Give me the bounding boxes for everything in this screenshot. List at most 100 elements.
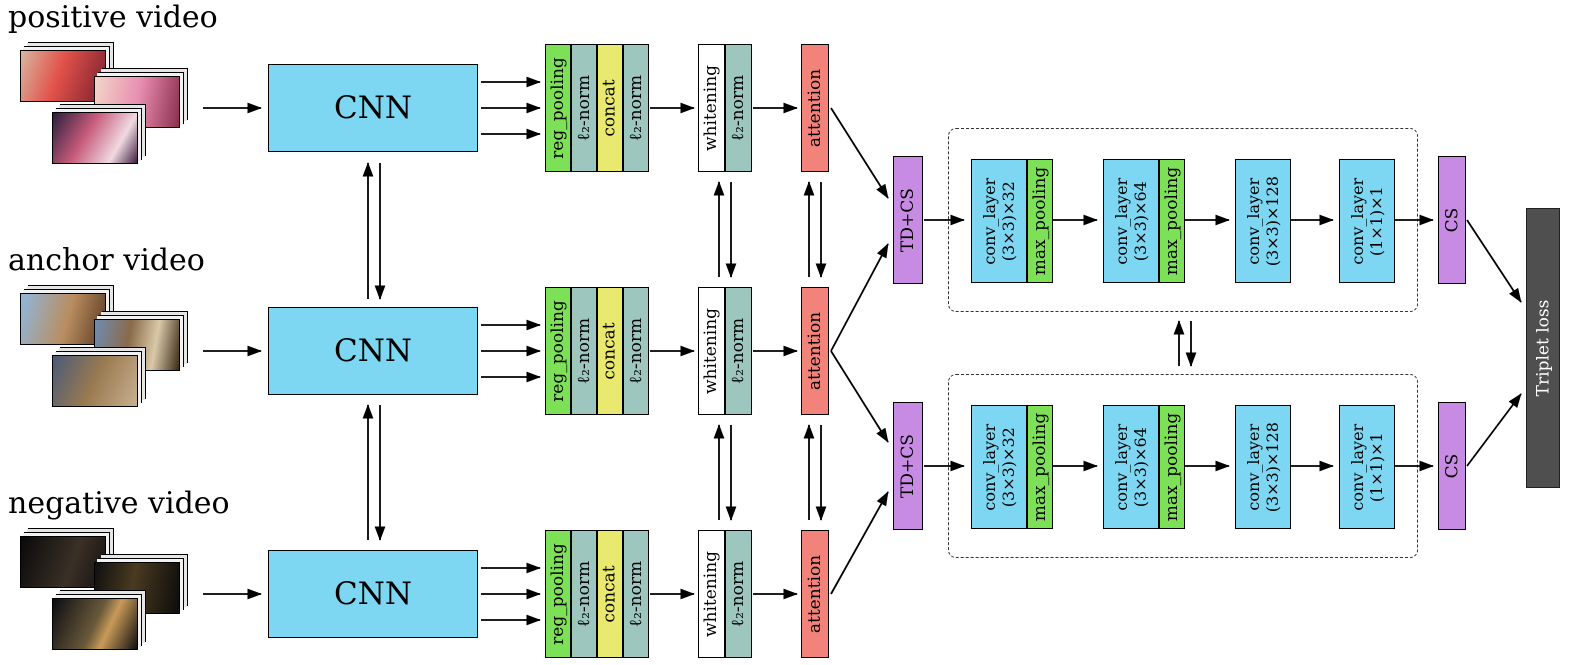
reg-pooling-box: reg_pooling: [545, 287, 571, 415]
video-thumbnail: [20, 293, 106, 345]
conv-size: (1×1)×1: [1367, 186, 1386, 256]
attention-box: attention: [801, 530, 829, 658]
td-cs-label: TD+CS: [898, 188, 918, 252]
attention-label: attention: [805, 554, 826, 634]
td-cs-label: TD+CS: [898, 434, 918, 498]
conv-name: conv_layer: [1111, 423, 1131, 511]
branch-negative: negative video CNN reg_pooling ℓ₂-norm c…: [0, 486, 950, 665]
conv-layer-box: conv_layer (3×3)×32: [971, 405, 1027, 529]
branch-anchor: anchor video CNN reg_pooling ℓ₂-norm con…: [0, 243, 950, 428]
conv-layer-label: conv_layer (3×3)×128: [1244, 422, 1282, 512]
whitening-label: whitening: [701, 307, 722, 395]
conv-layer-box: conv_layer (3×3)×64: [1103, 159, 1159, 283]
max-pooling-label: max_pooling: [1162, 412, 1182, 522]
max-pooling-box: max_pooling: [1027, 405, 1053, 529]
conv-layer-box: conv_layer (3×3)×64: [1103, 405, 1159, 529]
conv-name: conv_layer: [1347, 177, 1367, 265]
l2-norm-label: ℓ₂-norm: [728, 74, 749, 142]
conv-layer-label: conv_layer (1×1)×1: [1348, 424, 1386, 511]
l2-norm-box: ℓ₂-norm: [571, 287, 597, 415]
conv-layer-box: conv_layer (3×3)×128: [1235, 159, 1291, 283]
cnn-box: CNN: [268, 550, 478, 638]
td-cs-box-bottom: TD+CS: [893, 402, 923, 530]
conv-layer-label: conv_layer (1×1)×1: [1348, 178, 1386, 265]
max-pooling-box: max_pooling: [1159, 405, 1185, 529]
l2-norm-box: ℓ₂-norm: [623, 530, 649, 658]
l2-norm-label: ℓ₂-norm: [626, 74, 647, 142]
conv-name: conv_layer: [1111, 177, 1131, 265]
conv-size: (3×3)×128: [1263, 175, 1283, 267]
l2-norm-label: ℓ₂-norm: [574, 560, 595, 628]
cnn-label: CNN: [334, 90, 412, 126]
l2-norm-box: ℓ₂-norm: [623, 44, 649, 172]
cnn-box: CNN: [268, 307, 478, 395]
l2-norm-box: ℓ₂-norm: [571, 530, 597, 658]
l2-norm-box: ℓ₂-norm: [725, 44, 752, 172]
video-stack: [12, 42, 207, 177]
cs-label: CS: [1442, 207, 1462, 233]
attention-box: attention: [801, 287, 829, 415]
conv-size: (3×3)×128: [1263, 421, 1283, 513]
max-pooling-label: max_pooling: [1162, 166, 1182, 276]
cs-box-top: CS: [1438, 156, 1466, 284]
conv-layer-label: conv_layer (3×3)×64: [1112, 424, 1150, 511]
max-pooling-box: max_pooling: [1159, 159, 1185, 283]
whitening-box: whitening: [698, 287, 725, 415]
l2-norm-label: ℓ₂-norm: [574, 74, 595, 142]
whitening-label: whitening: [701, 550, 722, 638]
cs-label: CS: [1442, 453, 1462, 479]
concat-label: concat: [600, 565, 621, 623]
cnn-label: CNN: [334, 576, 412, 612]
attention-box: attention: [801, 44, 829, 172]
cnn-box: CNN: [268, 64, 478, 152]
l2-norm-label: ℓ₂-norm: [728, 560, 749, 628]
conv-layer-label: conv_layer (3×3)×32: [980, 424, 1018, 511]
l2-norm-box: ℓ₂-norm: [623, 287, 649, 415]
similarity-network-box-top: conv_layer (3×3)×32 max_pooling conv_lay…: [948, 128, 1418, 312]
cs-box-bottom: CS: [1438, 402, 1466, 530]
conv-name: conv_layer: [979, 423, 999, 511]
conv-size: (1×1)×1: [1367, 432, 1386, 502]
cnn-label: CNN: [334, 333, 412, 369]
attention-label: attention: [805, 311, 826, 391]
video-stack: [12, 528, 207, 663]
reg-pooling-label: reg_pooling: [548, 300, 569, 402]
concat-box: concat: [597, 44, 623, 172]
conv-layer-box: conv_layer (1×1)×1: [1339, 159, 1395, 283]
reg-pooling-label: reg_pooling: [548, 543, 569, 645]
video-thumbnail: [20, 536, 106, 588]
video-thumbnail: [52, 598, 138, 650]
l2-norm-label: ℓ₂-norm: [626, 560, 647, 628]
conv-layer-box: conv_layer (3×3)×32: [971, 159, 1027, 283]
l2-norm-label: ℓ₂-norm: [728, 317, 749, 385]
whitening-box: whitening: [698, 530, 725, 658]
video-thumbnail: [52, 112, 138, 164]
triplet-loss-label: Triplet loss: [1533, 299, 1554, 397]
td-cs-box-top: TD+CS: [893, 156, 923, 284]
branch-label: negative video: [8, 486, 230, 521]
triplet-loss-box: Triplet loss: [1526, 208, 1560, 488]
whitening-box: whitening: [698, 44, 725, 172]
conv-layer-label: conv_layer (3×3)×32: [980, 178, 1018, 265]
conv-name: conv_layer: [979, 177, 999, 265]
max-pooling-label: max_pooling: [1030, 412, 1050, 522]
whitening-label: whitening: [701, 64, 722, 152]
l2-norm-label: ℓ₂-norm: [574, 317, 595, 385]
reg-pooling-box: reg_pooling: [545, 530, 571, 658]
conv-layer-label: conv_layer (3×3)×128: [1244, 176, 1282, 266]
conv-size: (3×3)×32: [999, 427, 1018, 508]
conv-name: conv_layer: [1243, 423, 1263, 511]
attention-label: attention: [805, 68, 826, 148]
conv-layer-box: conv_layer (3×3)×128: [1235, 405, 1291, 529]
conv-name: conv_layer: [1347, 423, 1367, 511]
conv-layer-label: conv_layer (3×3)×64: [1112, 178, 1150, 265]
l2-norm-label: ℓ₂-norm: [626, 317, 647, 385]
branch-label: anchor video: [8, 243, 205, 278]
concat-label: concat: [600, 79, 621, 137]
reg-pooling-label: reg_pooling: [548, 57, 569, 159]
l2-norm-box: ℓ₂-norm: [725, 530, 752, 658]
video-thumbnail: [52, 355, 138, 407]
branch-positive: positive video CNN reg_pooling ℓ₂-norm c…: [0, 0, 950, 185]
video-thumbnail: [20, 50, 106, 102]
